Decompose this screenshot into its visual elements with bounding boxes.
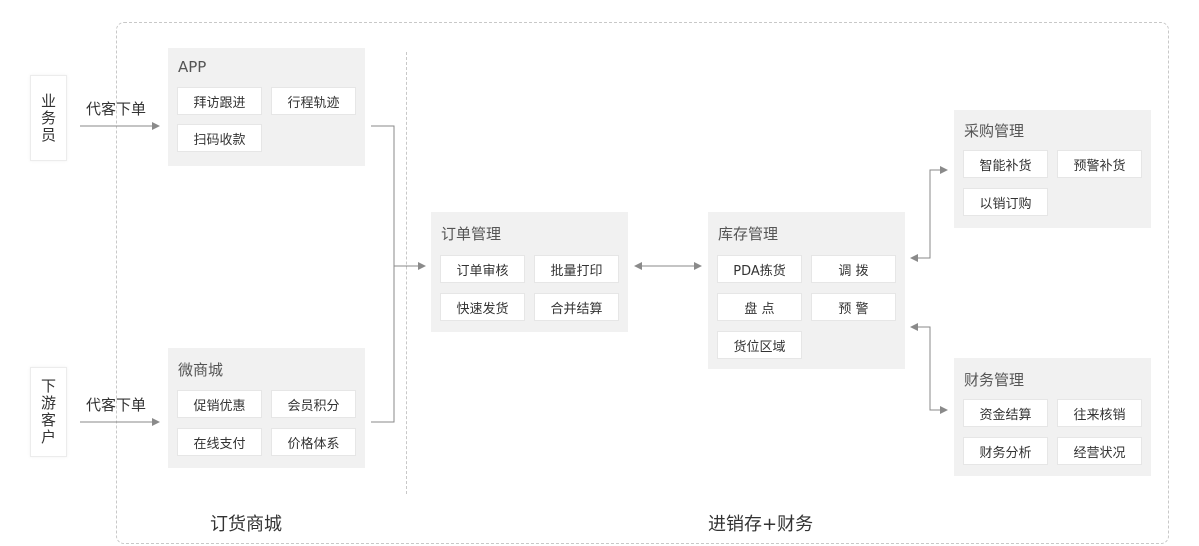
- actor-downstream-customer: 下游客户: [30, 367, 67, 457]
- arrow-inventory-purchase: [910, 166, 948, 262]
- chip-promotion: 促销优惠: [177, 390, 262, 418]
- chip-member-points: 会员积分: [271, 390, 356, 418]
- arrow-label-top: 代客下单: [86, 100, 147, 118]
- panel-micro-mall: 微商城 促销优惠 会员积分 在线支付 价格体系: [168, 348, 365, 468]
- actor-salesperson-label: 业务员: [39, 92, 57, 144]
- chip-alert: 预 警: [811, 293, 896, 321]
- panel-app-title: APP: [178, 58, 207, 76]
- chip-alert-restock: 预警补货: [1057, 150, 1142, 178]
- panel-inventory: 库存管理 PDA拣货 调 拨 盘 点 预 警 货位区域: [708, 212, 905, 369]
- chip-price-system: 价格体系: [271, 428, 356, 456]
- panel-order-title: 订单管理: [441, 225, 502, 243]
- chip-quick-ship: 快速发货: [440, 293, 525, 321]
- chip-order-review: 订单审核: [440, 255, 525, 283]
- section-divider: [406, 52, 407, 494]
- panel-order: 订单管理 订单审核 批量打印 快速发货 合并结算: [431, 212, 628, 332]
- section-label-ordering-mall: 订货商城: [210, 514, 282, 535]
- chip-transfer: 调 拨: [811, 255, 896, 283]
- app-connector: [371, 125, 395, 423]
- chip-smart-restock: 智能补货: [963, 150, 1048, 178]
- actor-customer-label: 下游客户: [39, 378, 57, 446]
- panel-purchase-title: 采购管理: [964, 122, 1025, 140]
- panel-finance-title: 财务管理: [964, 371, 1025, 389]
- chip-fund-settlement: 资金结算: [963, 399, 1048, 427]
- arrow-inventory-finance: [910, 323, 948, 414]
- chip-scan-payment: 扫码收款: [177, 124, 262, 152]
- chip-financial-analysis: 财务分析: [963, 437, 1048, 465]
- panel-finance: 财务管理 资金结算 往来核销 财务分析 经营状况: [954, 358, 1151, 476]
- panel-inventory-title: 库存管理: [718, 225, 779, 243]
- panel-purchase: 采购管理 智能补货 预警补货 以销订购: [954, 110, 1151, 228]
- chip-batch-print: 批量打印: [534, 255, 619, 283]
- outer-dashed-border: [116, 22, 1169, 544]
- panel-app: APP 拜访跟进 行程轨迹 扫码收款: [168, 48, 365, 166]
- arrow-label-bottom: 代客下单: [86, 396, 147, 414]
- chip-trip-track: 行程轨迹: [271, 87, 356, 115]
- chip-business-status: 经营状况: [1057, 437, 1142, 465]
- chip-sales-based-order: 以销订购: [963, 188, 1048, 216]
- section-label-inventory-finance: 进销存+财务: [708, 514, 814, 535]
- chip-location-area: 货位区域: [717, 331, 802, 359]
- panel-mall-title: 微商城: [178, 361, 224, 379]
- actor-salesperson: 业务员: [30, 75, 67, 161]
- chip-merge-settle: 合并结算: [534, 293, 619, 321]
- chip-stocktake: 盘 点: [717, 293, 802, 321]
- chip-pda-picking: PDA拣货: [717, 255, 802, 283]
- chip-account-writeoff: 往来核销: [1057, 399, 1142, 427]
- chip-online-payment: 在线支付: [177, 428, 262, 456]
- chip-visit-followup: 拜访跟进: [177, 87, 262, 115]
